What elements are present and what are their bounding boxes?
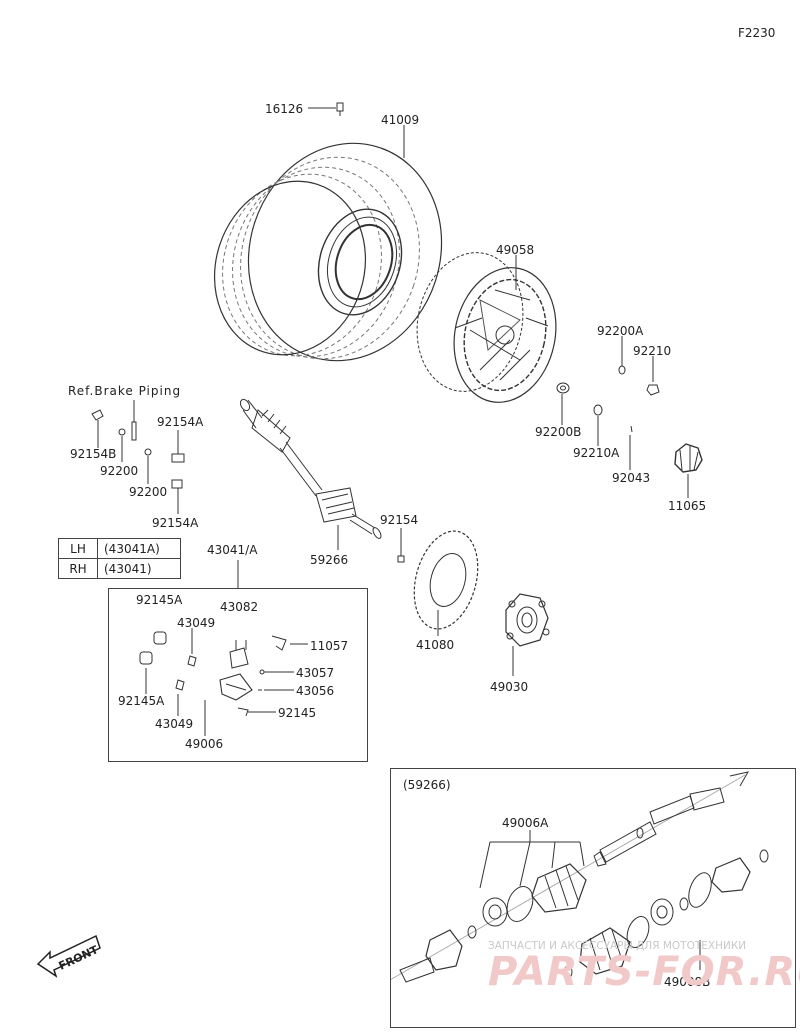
label-92145A-top: 92145A <box>136 593 183 607</box>
hub-hardware-right <box>556 336 660 470</box>
ref-brake-piping-note: Ref.Brake Piping <box>68 384 182 398</box>
tire-41009 <box>213 142 443 362</box>
label-49006: 49006 <box>185 737 224 751</box>
label-92043: 92043 <box>612 471 651 485</box>
valve-stem-16126 <box>308 102 344 116</box>
label-59266: 59266 <box>310 553 349 567</box>
caliper-parts <box>139 628 308 736</box>
label-92200-b: 92200 <box>129 485 168 499</box>
side-key: RH <box>58 558 98 579</box>
watermark-tagline: ЗАПЧАСТИ И АКСЕССУАРЫ ДЛЯ МОТОТЕХНИКИ <box>488 940 747 952</box>
label-43049-bottom: 43049 <box>155 717 194 731</box>
label-43082: 43082 <box>220 600 259 614</box>
inset-box <box>390 768 796 1028</box>
label-43057: 43057 <box>296 666 335 680</box>
label-92154A-top: 92154A <box>157 415 204 429</box>
side-row-lh: LH (43041A) <box>58 538 181 559</box>
brake-disc-41080 <box>413 530 479 636</box>
label-49006A: 49006A <box>502 816 549 830</box>
label-92200-a: 92200 <box>100 464 139 478</box>
label-43041-group: 43041/A <box>207 543 258 557</box>
wheel-hub-49030 <box>505 593 550 676</box>
label-11065: 11065 <box>668 499 707 513</box>
side-part: (43041A) <box>97 538 181 559</box>
label-92200B: 92200B <box>535 425 582 439</box>
label-92210: 92210 <box>633 344 672 358</box>
label-43056: 43056 <box>296 684 335 698</box>
label-16126: 16126 <box>265 102 304 116</box>
caliper-group-box <box>108 588 368 762</box>
label-41080: 41080 <box>416 638 455 652</box>
label-92200A: 92200A <box>597 324 644 338</box>
inset-title: (59266) <box>403 778 451 792</box>
label-49058: 49058 <box>496 243 535 257</box>
side-part: (43041) <box>97 558 181 579</box>
label-43049-top: 43049 <box>177 616 216 630</box>
watermark-site: PARTS-FOR.RU <box>488 949 800 995</box>
inset-shaft-breakdown <box>389 771 769 983</box>
label-11057: 11057 <box>310 639 349 653</box>
label-92154B: 92154B <box>70 447 117 461</box>
axle-nut-11065 <box>674 443 703 498</box>
figure-code: F2230 <box>738 26 776 40</box>
front-direction-indicator: FRONT <box>32 928 104 978</box>
brake-piping-parts <box>91 400 185 514</box>
label-49030: 49030 <box>490 680 529 694</box>
side-row-rh: RH (43041) <box>58 558 181 579</box>
label-92145: 92145 <box>278 706 317 720</box>
label-49008B: 49008B <box>664 975 711 989</box>
label-41009: 41009 <box>381 113 420 127</box>
label-92210A: 92210A <box>573 446 620 460</box>
label-92145A-bottom: 92145A <box>118 694 165 708</box>
wheel-49058 <box>416 252 557 403</box>
side-table: LH (43041A) RH (43041) <box>58 538 181 579</box>
label-92154A-bottom: 92154A <box>152 516 199 530</box>
drive-shaft-59266 <box>239 398 382 550</box>
front-arrow-icon: FRONT <box>36 934 101 978</box>
label-92154: 92154 <box>380 513 419 527</box>
bolt-92154 <box>397 528 405 563</box>
side-key: LH <box>58 538 98 559</box>
